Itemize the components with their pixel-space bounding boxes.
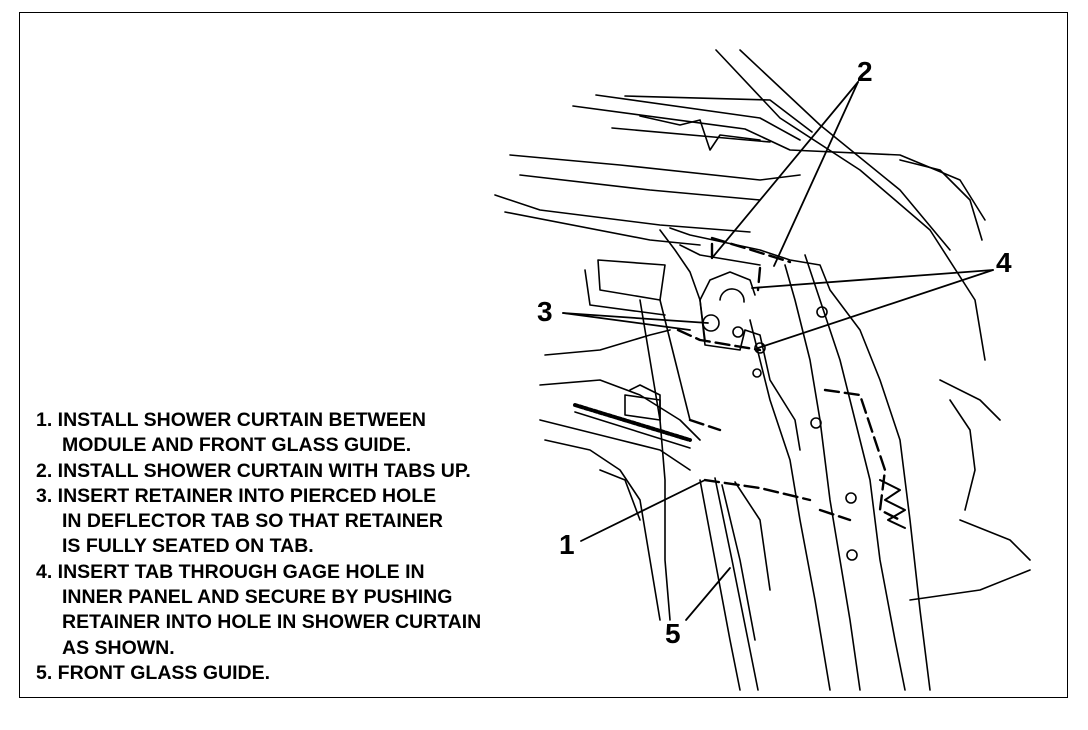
callout-4: 4 [996, 247, 1012, 278]
leader-5 [685, 567, 731, 621]
note-4-line-4: AS SHOWN. [62, 636, 175, 659]
callout-3: 3 [537, 296, 553, 327]
leader-3b [562, 312, 691, 331]
note-5-line-1: 5. FRONT GLASS GUIDE. [36, 661, 271, 684]
shower-curtain-edges [676, 236, 902, 522]
note-5: 5. FRONT GLASS GUIDE. [36, 661, 481, 686]
callout-2: 2 [857, 56, 873, 87]
leader-4b [757, 269, 994, 349]
note-1: 1. INSTALL SHOWER CURTAIN BETWEEN MODULE… [36, 408, 481, 459]
note-4-line-3: RETAINER INTO HOLE IN SHOWER CURTAIN [62, 611, 482, 634]
note-2: 2. INSTALL SHOWER CURTAIN WITH TABS UP. [36, 459, 481, 484]
note-3-line-2: IN DEFLECTOR TAB SO THAT RETAINER [62, 510, 443, 533]
panel-holes [810, 306, 858, 561]
note-3: 3. INSERT RETAINER INTO PIERCED HOLE IN … [36, 484, 481, 560]
note-3-line-1: 3. INSERT RETAINER INTO PIERCED HOLE [36, 484, 437, 507]
figure-frame [19, 12, 1068, 698]
inner-panel-outline [539, 227, 931, 691]
leader-2b [773, 81, 859, 267]
note-4-line-1: 4. INSERT TAB THROUGH GAGE HOLE IN [36, 560, 425, 583]
note-3-line-3: IS FULLY SEATED ON TAB. [62, 535, 314, 558]
module-bracket [573, 394, 692, 449]
leader-3a [562, 312, 709, 324]
leader-4a [751, 269, 994, 289]
front-glass-guide [699, 477, 771, 691]
upper-frame-lines [494, 49, 1031, 601]
instruction-notes: 1. INSTALL SHOWER CURTAIN BETWEEN MODULE… [36, 408, 481, 686]
callout-1: 1 [559, 529, 575, 560]
note-1-line-1: 1. INSTALL SHOWER CURTAIN BETWEEN [36, 409, 426, 431]
note-4-line-2: INNER PANEL AND SECURE BY PUSHING [62, 586, 453, 609]
deflector-tab [699, 271, 801, 451]
note-1-line-2: MODULE AND FRONT GLASS GUIDE. [62, 434, 412, 457]
callout-5: 5 [665, 618, 681, 649]
leader-2a [711, 81, 859, 259]
curtain-zigzag [879, 479, 906, 529]
leader-lines [562, 81, 994, 621]
note-4: 4. INSERT TAB THROUGH GAGE HOLE IN INNER… [36, 560, 481, 661]
leader-1 [580, 479, 706, 542]
note-2-line-1: 2. INSTALL SHOWER CURTAIN WITH TABS UP. [36, 459, 471, 482]
